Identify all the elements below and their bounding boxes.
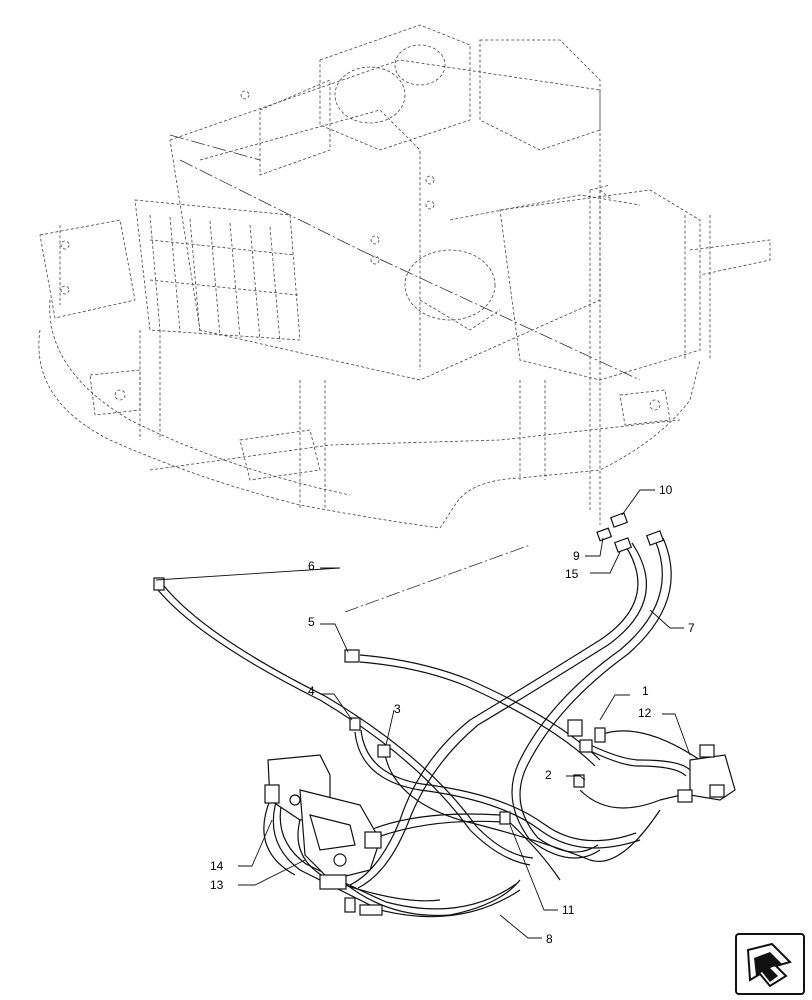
callout-15: 15 <box>565 567 579 581</box>
reference-line <box>169 134 641 381</box>
callout-1: 1 <box>642 684 649 698</box>
fitting-4 <box>349 717 361 731</box>
fitting-6 <box>153 577 165 591</box>
callout-11: 11 <box>562 903 575 917</box>
hose-assembly <box>157 537 721 918</box>
arrow-navigation-icon[interactable] <box>735 933 805 995</box>
control-valve-right <box>567 719 736 803</box>
fitting-5 <box>344 649 360 663</box>
callout-6: 6 <box>308 559 315 573</box>
fitting-10b <box>645 530 665 546</box>
fittings <box>153 512 665 825</box>
callout-2: 2 <box>545 768 552 782</box>
fitting-9 <box>596 527 613 542</box>
fitting-11 <box>499 811 511 825</box>
callout-leaders <box>155 489 691 939</box>
fitting-10 <box>609 512 629 528</box>
machine-frame-ghost <box>38 24 771 529</box>
callout-5: 5 <box>308 615 315 629</box>
callout-labels: 1 2 3 4 5 6 7 8 9 10 11 12 13 14 15 <box>210 483 695 946</box>
callout-14: 14 <box>210 859 224 873</box>
reference-line-lower <box>344 544 531 613</box>
callout-3: 3 <box>394 702 401 716</box>
callout-7: 7 <box>688 621 695 635</box>
callout-9: 9 <box>573 549 580 563</box>
fitting-2 <box>573 774 585 788</box>
fitting-15 <box>613 537 633 553</box>
callout-10: 10 <box>659 483 673 497</box>
fitting-3 <box>377 744 391 758</box>
control-valve-left <box>264 754 383 916</box>
callout-12: 12 <box>638 706 652 720</box>
callout-13: 13 <box>210 878 224 892</box>
callout-4: 4 <box>308 684 315 698</box>
callout-8: 8 <box>546 932 553 946</box>
